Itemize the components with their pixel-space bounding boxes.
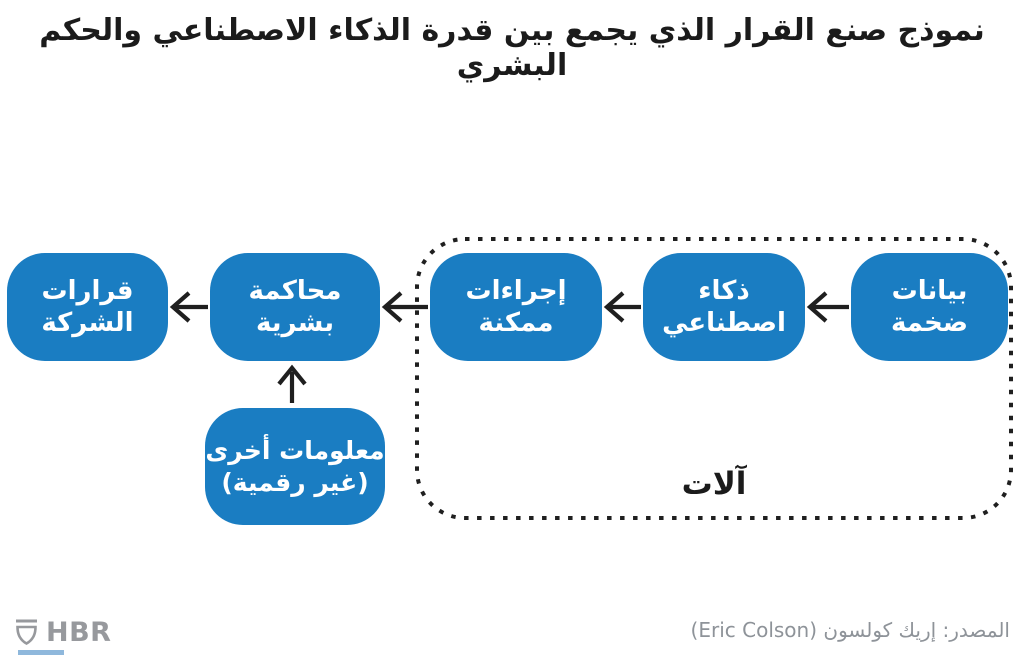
node-big-data-label: بيانات ضخمة [890, 275, 969, 339]
source-credit: المصدر: إريك كولسون (Eric Colson) [690, 618, 1010, 642]
node-possible-actions-label: إجراءات ممكنة [465, 275, 567, 339]
arrow-ai-to-actions [603, 291, 641, 323]
node-other-info-label-line2: (غير رقمية) [221, 467, 369, 497]
node-other-info-label-line1: معلومات أخرى [205, 436, 385, 466]
bottom-accent-bar [18, 650, 64, 655]
hbr-logo: HBR [14, 616, 112, 648]
node-human-judgment: محاكمة بشرية [210, 253, 380, 361]
node-big-data: بيانات ضخمة [851, 253, 1008, 361]
arrow-bigdata-to-ai [806, 291, 849, 323]
arrow-otherinfo-to-judgment [277, 364, 307, 403]
node-other-info: معلومات أخرى (غير رقمية) [205, 408, 385, 525]
node-company-decisions-label: قرارات الشركة [41, 275, 134, 339]
node-artificial-intelligence: ذكاء اصطناعي [643, 253, 805, 361]
arrow-actions-to-judgment [381, 291, 428, 323]
node-possible-actions: إجراءات ممكنة [430, 253, 602, 361]
node-ai-label: ذكاء اصطناعي [662, 275, 786, 339]
node-human-judgment-label: محاكمة بشرية [248, 275, 342, 339]
hbr-logo-text: HBR [46, 616, 112, 648]
machines-group-label: آلات [681, 466, 747, 502]
hbr-shield-icon [16, 619, 37, 645]
node-company-decisions: قرارات الشركة [7, 253, 168, 361]
arrow-judgment-to-decisions [169, 291, 208, 323]
page-title: نموذج صنع القرار الذي يجمع بين قدرة الذك… [39, 13, 985, 83]
